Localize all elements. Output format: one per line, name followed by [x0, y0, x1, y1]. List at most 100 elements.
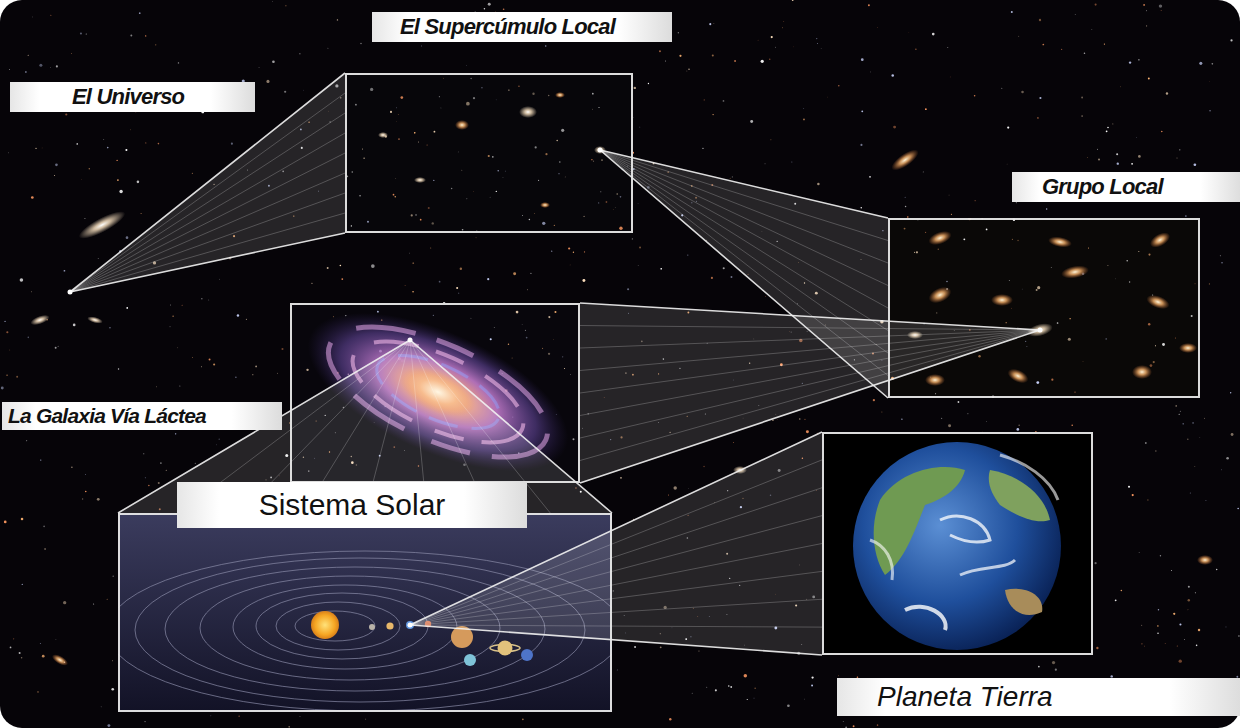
star [770, 139, 772, 141]
star [411, 214, 413, 216]
star [922, 171, 924, 173]
star [421, 45, 423, 47]
planet [498, 641, 513, 656]
zoom-point [598, 148, 603, 153]
star [616, 193, 617, 194]
star [1148, 323, 1150, 325]
star [1230, 392, 1231, 393]
star [64, 270, 66, 272]
star [44, 548, 45, 549]
star [791, 161, 793, 163]
star [351, 225, 352, 226]
star [4, 521, 7, 524]
star [71, 466, 72, 467]
star [155, 44, 156, 45]
star [935, 393, 936, 394]
star [634, 87, 636, 89]
star [412, 291, 414, 293]
cloud [905, 607, 946, 630]
star [679, 55, 681, 57]
star [443, 77, 445, 79]
star [1006, 163, 1008, 165]
star [932, 33, 935, 36]
star [1190, 493, 1191, 494]
star [143, 453, 144, 454]
star [103, 138, 105, 140]
star [545, 153, 547, 155]
star [41, 147, 43, 149]
star [1184, 639, 1186, 641]
star [327, 47, 329, 49]
zoom-point [408, 338, 413, 343]
star [601, 159, 603, 161]
star [54, 175, 55, 176]
star [125, 149, 127, 151]
star [55, 347, 57, 349]
star [192, 173, 193, 174]
star [20, 278, 24, 282]
star [730, 686, 732, 688]
star [978, 355, 980, 357]
galaxy [925, 374, 945, 386]
star [703, 466, 705, 468]
star [816, 38, 817, 39]
star [178, 62, 179, 63]
star [516, 311, 519, 314]
star [562, 356, 563, 357]
star [50, 67, 52, 69]
star [820, 48, 822, 50]
star [1237, 508, 1238, 509]
star [861, 110, 863, 112]
star [377, 311, 379, 313]
star [1179, 149, 1180, 150]
zoom-ray [410, 625, 822, 627]
star [915, 49, 916, 50]
label-tab: Planeta Tierra [837, 678, 1240, 716]
label-tab: Grupo Local [1012, 172, 1240, 202]
star [842, 721, 844, 723]
star [1025, 341, 1026, 342]
galaxy [519, 106, 537, 118]
star [1195, 592, 1196, 593]
star [502, 177, 504, 179]
star [1128, 486, 1130, 488]
star [787, 704, 790, 707]
star [25, 71, 27, 73]
star [306, 369, 308, 371]
zoom-ray [410, 516, 822, 625]
star [948, 424, 951, 427]
star [55, 163, 58, 166]
star [111, 660, 113, 662]
star [10, 647, 12, 649]
planet [464, 654, 476, 666]
star [925, 108, 927, 110]
star [713, 22, 715, 24]
earth-globe [853, 442, 1061, 650]
star [908, 32, 910, 34]
star [914, 252, 915, 253]
star [1221, 469, 1223, 471]
galaxy [76, 207, 128, 244]
star [1148, 78, 1150, 80]
star [434, 131, 436, 133]
star [1179, 623, 1181, 625]
star [219, 439, 220, 440]
star [255, 365, 257, 367]
star [22, 584, 23, 585]
star [1173, 613, 1175, 615]
star [1021, 91, 1024, 94]
star [881, 411, 883, 413]
star [370, 88, 373, 91]
star [715, 689, 717, 691]
cloud [1000, 455, 1058, 500]
star [414, 132, 416, 134]
star [1225, 626, 1227, 628]
star [181, 304, 183, 306]
star [1159, 4, 1162, 7]
star [1173, 613, 1175, 615]
star [554, 225, 555, 226]
star [582, 279, 585, 282]
star [986, 421, 988, 423]
star [1132, 494, 1134, 496]
star [208, 299, 210, 301]
